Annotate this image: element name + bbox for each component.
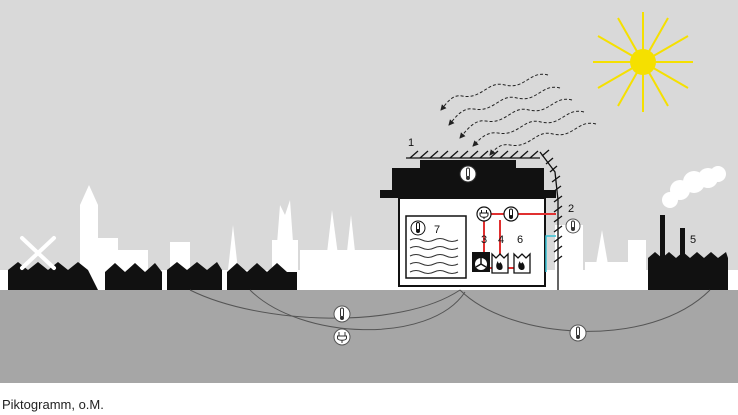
sky xyxy=(0,0,738,290)
flame-icon xyxy=(513,252,531,274)
label-7: 7 xyxy=(434,224,440,236)
roof-solar-collector xyxy=(406,150,540,159)
label-6: 6 xyxy=(517,234,523,246)
thermometer-icon xyxy=(569,324,587,342)
facade-solar-collector xyxy=(539,149,563,290)
plug-icon xyxy=(333,328,351,346)
label-3: 3 xyxy=(481,234,487,246)
thermometer-icon xyxy=(410,220,426,236)
houses-left xyxy=(8,262,297,290)
factory-icon xyxy=(648,166,728,290)
thermometer-icon xyxy=(459,165,477,183)
caption: Piktogramm, o.M. xyxy=(2,397,104,412)
fan-icon xyxy=(472,252,490,272)
plug-icon xyxy=(476,206,492,222)
label-5: 5 xyxy=(690,234,696,246)
water-line xyxy=(545,235,556,272)
windmill-icon xyxy=(20,236,56,270)
label-1: 1 xyxy=(408,137,414,149)
thermometer-icon xyxy=(503,206,519,222)
thermometer-icon xyxy=(333,305,351,323)
ground xyxy=(0,288,738,383)
thermometer-icon xyxy=(565,218,581,234)
label-4: 4 xyxy=(498,234,504,246)
sun-icon xyxy=(593,12,693,112)
solar-radiation-arrows xyxy=(440,73,597,156)
label-2: 2 xyxy=(568,203,574,215)
flame-icon xyxy=(491,252,509,274)
